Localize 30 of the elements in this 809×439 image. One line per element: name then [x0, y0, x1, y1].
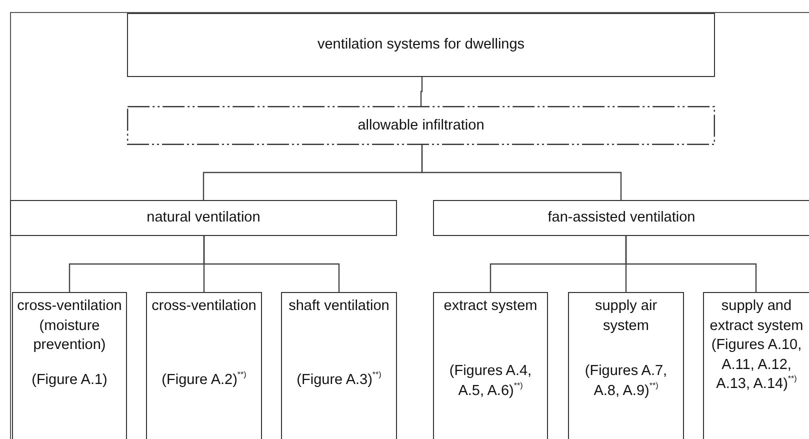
figure-reference: (Figure A.1): [30, 371, 108, 390]
category-box: [433, 292, 548, 439]
category-box: [281, 292, 397, 439]
figure-reference: (Figures A.10, A.11, A.12, A.13, A.14)$^{**)}$: [710, 336, 803, 394]
figure-reference: (Figure A.2)$^{**)}$: [160, 371, 248, 390]
node-label: allowable infiltration: [356, 116, 486, 135]
node-label: natural ventilation: [146, 208, 262, 228]
process-box: [127, 13, 715, 77]
node-label: shaft ventilation: [288, 297, 390, 316]
category-box: [568, 292, 684, 439]
process-box: [127, 106, 715, 145]
process-box: [10, 200, 397, 236]
category-box: [146, 292, 262, 439]
node-label: ventilation systems for dwellings: [316, 35, 526, 54]
node-label: cross-ventilation (moisture prevention): [16, 297, 123, 355]
connector-line: [421, 145, 622, 200]
node-label: cross-ventilation: [150, 297, 258, 316]
connector-line: [625, 236, 757, 292]
process-box: [433, 200, 809, 236]
node-label: supply air system: [594, 297, 658, 336]
figure-reference: (Figures A.7, A.8, A.9)$^{**)}$: [584, 362, 668, 400]
node-label: extract system: [442, 297, 538, 316]
node-label: fan-assisted ventilation: [546, 208, 696, 228]
figure-reference: (Figure A.3)$^{**)}$: [296, 371, 382, 390]
category-box: [12, 292, 127, 439]
connector-line: [420, 77, 423, 106]
node-label: supply and extract system: [708, 297, 804, 336]
figure-reference: (Figures A.4, A.5, A.6)$^{**)}$: [448, 362, 533, 400]
category-box: [703, 292, 809, 439]
connector-line: [203, 236, 340, 292]
